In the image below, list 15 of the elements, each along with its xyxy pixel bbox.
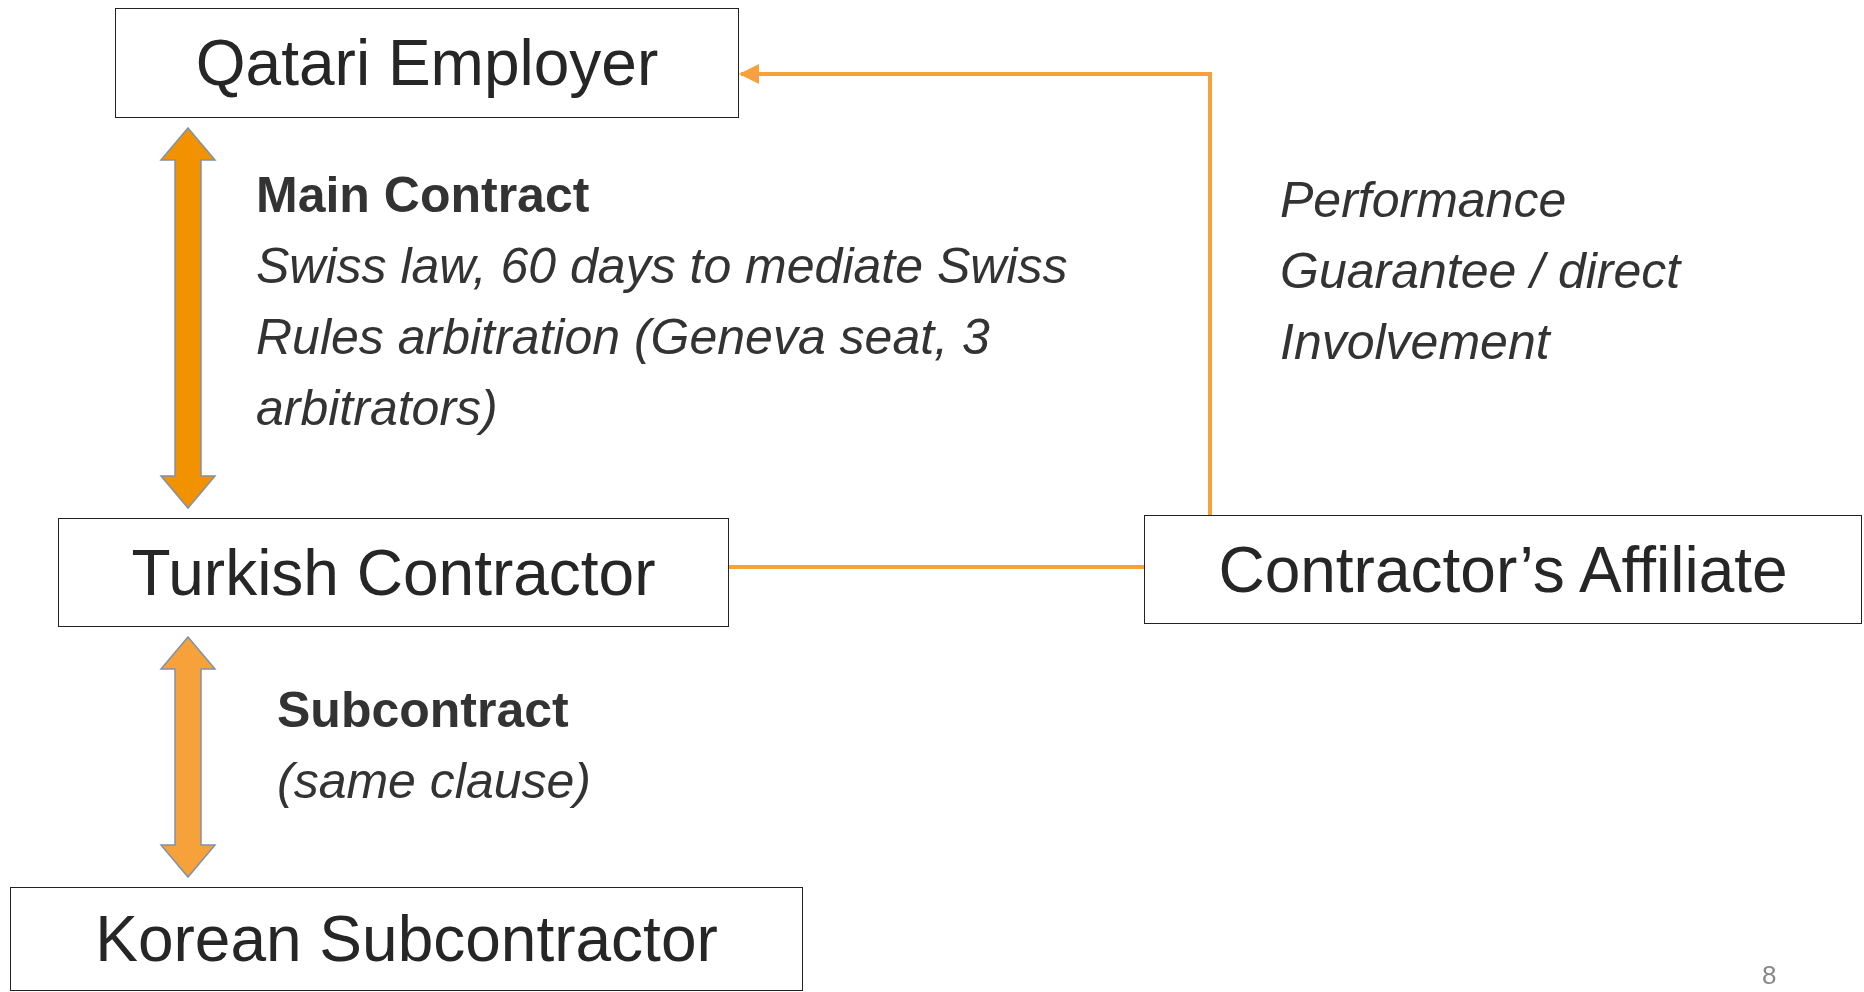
double-arrow bbox=[159, 126, 217, 510]
connector-line bbox=[729, 565, 1144, 569]
entity-box bbox=[10, 887, 803, 991]
entity-box bbox=[58, 518, 729, 627]
entity-name: Korean Subcontractor bbox=[95, 907, 718, 971]
entity-box bbox=[1144, 515, 1862, 624]
edge-label: Main Contract Swiss law, 60 days to mediate Swiss Rules arbitration (Geneva seat, 3 arbitrators) bbox=[256, 166, 1069, 438]
arrow bbox=[739, 64, 1212, 515]
edge-label: Performance Guarantee / direct Involvement bbox=[1280, 171, 1683, 372]
entity-name: Turkish Contractor bbox=[131, 540, 656, 605]
edge-label: Subcontract (same clause) bbox=[277, 681, 592, 811]
page-number: 8 bbox=[1762, 960, 1777, 991]
double-arrow bbox=[159, 635, 217, 879]
entity-name: Contractor’s Affiliate bbox=[1218, 537, 1788, 602]
entity-box bbox=[115, 8, 739, 118]
